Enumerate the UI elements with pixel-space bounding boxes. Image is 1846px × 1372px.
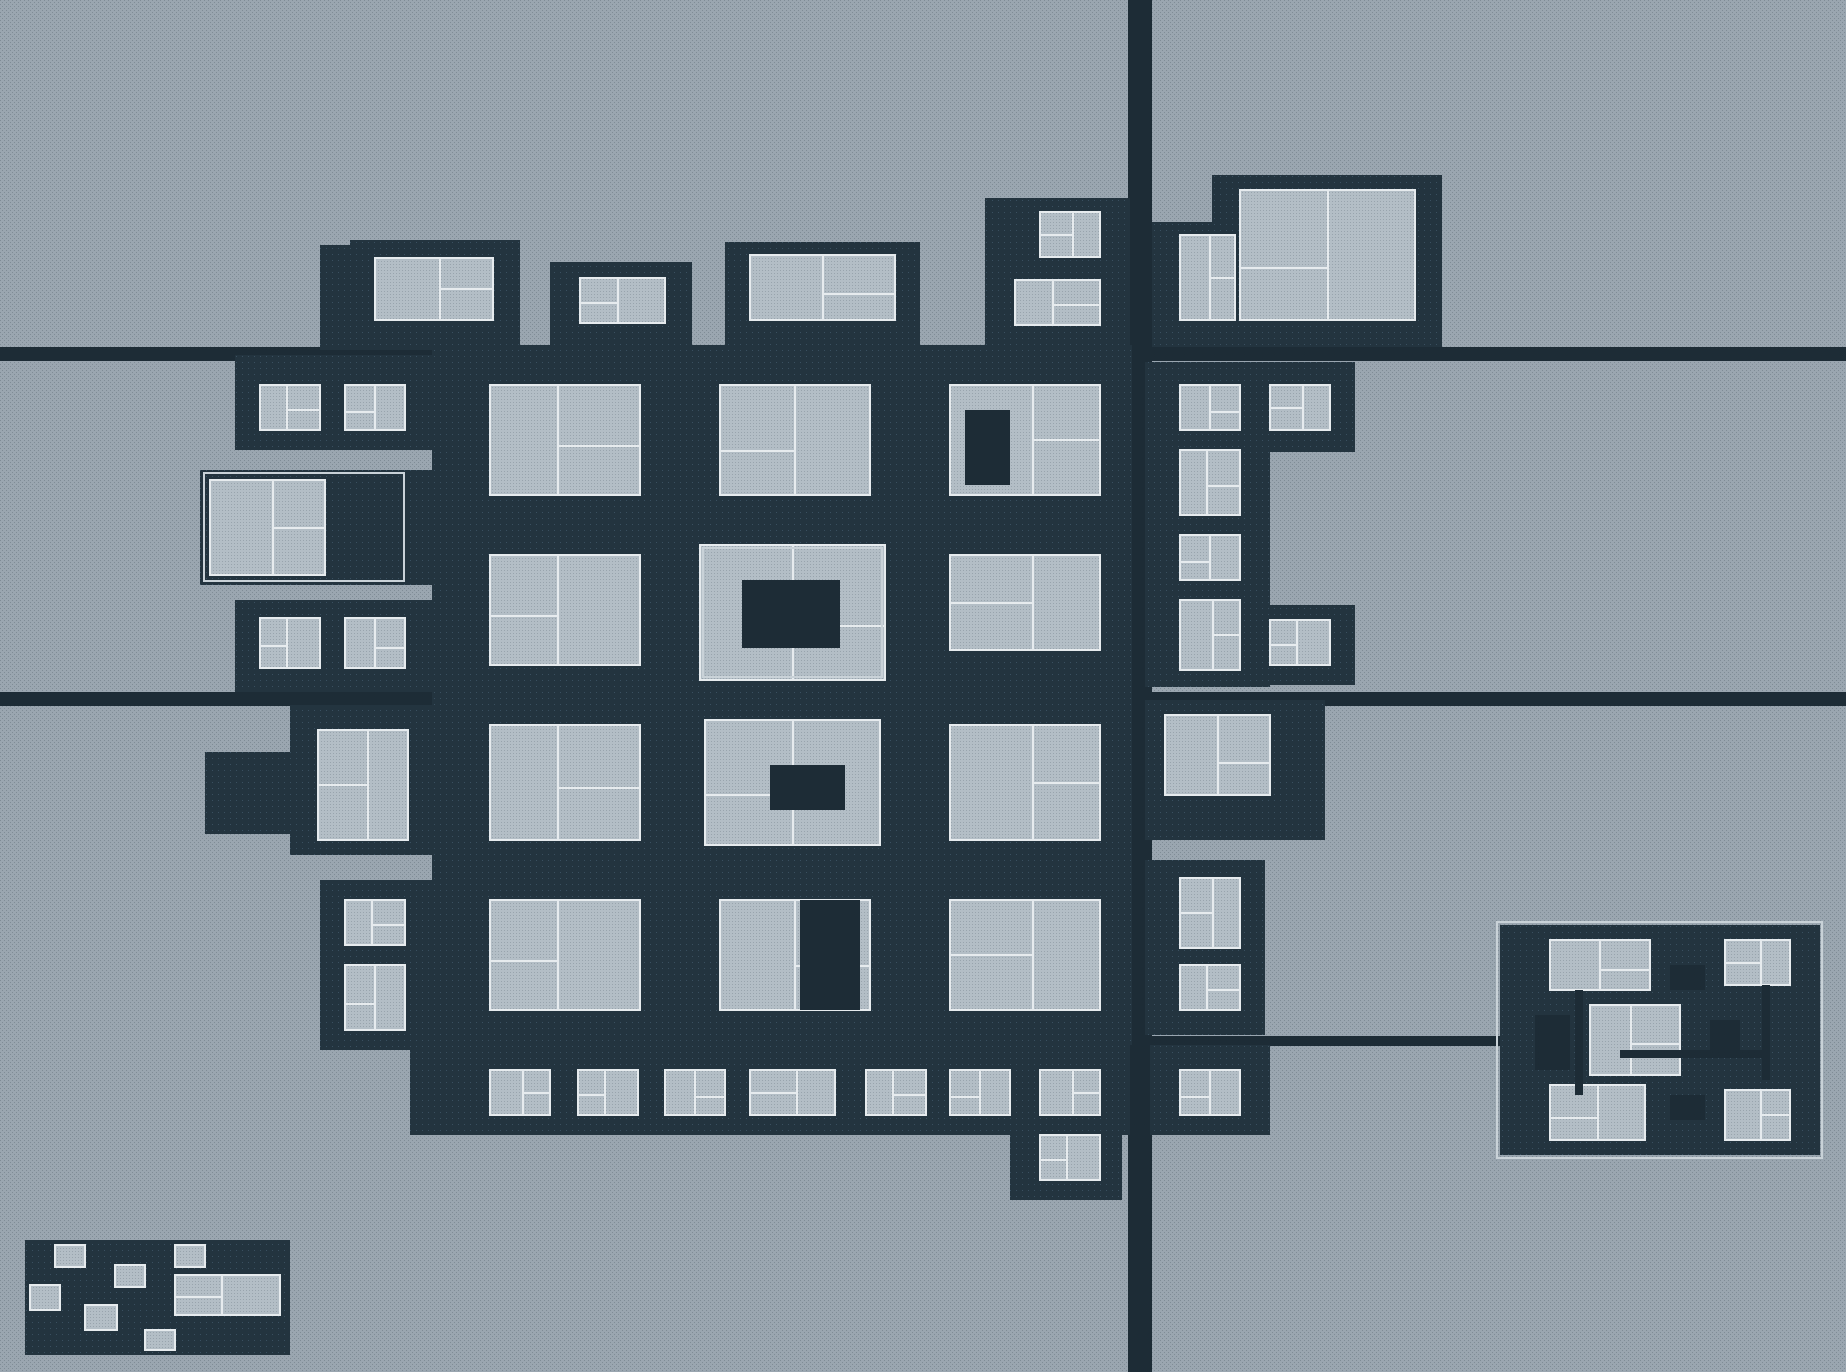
compound-outlines	[203, 472, 1823, 1159]
partition-walls	[175, 190, 1790, 1315]
rooms	[29, 189, 1791, 1351]
connectors	[1575, 985, 1770, 1095]
feature-blocks	[742, 410, 1740, 1120]
